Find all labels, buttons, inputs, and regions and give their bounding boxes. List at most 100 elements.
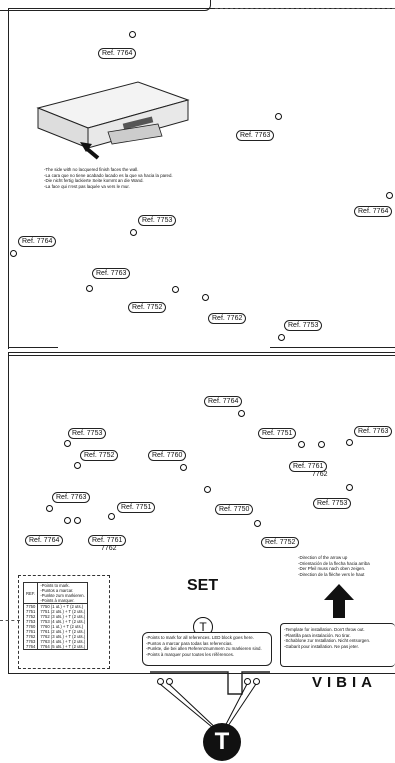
- ref-label: Ref. 7752: [261, 537, 300, 548]
- ref-count: 7763 (4 uts.) + T (2 uts.): [40, 639, 86, 644]
- lower-panel-frame: [8, 352, 395, 674]
- ref-count: 7761 (2 uts.) + T (2 uts.): [40, 629, 86, 634]
- ref-code: 7762: [23, 634, 39, 639]
- mark-point: [278, 334, 285, 341]
- t-note-line: -Points to mark for all references. LED …: [146, 635, 254, 640]
- mark-point: [10, 250, 17, 257]
- ref-count: 7752 (3 uts.) + T (2 uts.): [40, 614, 86, 619]
- bottom-notch: [150, 671, 270, 695]
- ref-count: 7751 (2 uts.) + T (2 uts.): [40, 609, 86, 614]
- ref-label: Ref. 7764: [18, 236, 57, 247]
- ref-label: Ref. 7764: [25, 535, 64, 546]
- wall-note-line: -La face qui n'est pas laquée va vers le…: [44, 183, 130, 189]
- t-marker-large: T: [203, 723, 241, 761]
- lower-dashed-notch: [0, 620, 20, 621]
- mark-point: [298, 441, 305, 448]
- wall-note: -The side with no lacquered finish faces…: [44, 167, 204, 189]
- ref-label: Ref. 7763: [354, 426, 393, 437]
- ref-label: Ref. 7750: [215, 504, 254, 515]
- mark-point: [275, 113, 282, 120]
- mark-point: [108, 513, 115, 520]
- top-dashed-edge: [215, 8, 395, 9]
- mark-point: [64, 517, 71, 524]
- ref-code: 7753: [23, 619, 39, 624]
- ref-label: Ref. 7763: [92, 268, 131, 279]
- arrow-note-line: -Direction de la flèche vers le haut: [298, 571, 365, 577]
- up-arrow-icon: [324, 584, 354, 618]
- mark-point: [238, 410, 245, 417]
- t-note-line: -Points à marquer pour toutes les référe…: [146, 651, 235, 657]
- ref-label: Ref. 7763: [52, 492, 91, 503]
- mark-point: [202, 294, 209, 301]
- mark-point: [74, 517, 81, 524]
- mark-point: [180, 464, 187, 471]
- t-mark-point: [244, 678, 251, 685]
- wall-note-line: -Die nicht fertig lackierte Seite kommt …: [44, 178, 144, 183]
- ref-count: 7764 (5 uts.) + T (2 uts.): [40, 644, 86, 649]
- ref-code: 7760: [23, 624, 39, 629]
- template-note-line: -Template for installation. Don't throw …: [284, 627, 365, 632]
- points-line: -Points to mark.: [40, 583, 70, 588]
- mark-point: [318, 441, 325, 448]
- set-label: SET: [187, 577, 219, 594]
- t-label: T: [199, 620, 207, 634]
- ref-table: REF. -Points to mark. -Puntos a marcar. …: [23, 582, 89, 650]
- ref-count: 7753 (4 uts.) + T (2 uts.): [40, 619, 86, 624]
- ref-label: 7762: [312, 471, 328, 478]
- wall-note-line: -The side with no lacquered finish faces…: [44, 167, 139, 172]
- ref-code: 7752: [23, 614, 39, 619]
- ref-label: Ref. 7752: [80, 450, 119, 461]
- arrow-note-line: -Der Pfeil muss nach oben zeigen.: [298, 566, 366, 571]
- ref-label: Ref. 7752: [128, 302, 167, 313]
- lower-divider: [8, 355, 395, 356]
- mark-point: [86, 285, 93, 292]
- ref-code: 7761: [23, 629, 39, 634]
- mark-point: [386, 192, 393, 199]
- ref-code: 7764: [23, 644, 39, 650]
- wall-note-line: -La cara que no tiene acabado lacado es …: [44, 172, 173, 178]
- points-line: -Puntos a marcar.: [40, 588, 74, 593]
- lamp-illustration: [36, 81, 190, 160]
- mark-point: [172, 286, 179, 293]
- points-line: -Points à marquer.: [40, 598, 75, 603]
- arrow-note-line: -Orientación de la flecha hacia arriba: [298, 560, 370, 566]
- t-note-box: -Points to mark for all references. LED …: [142, 632, 272, 666]
- mark-point: [254, 520, 261, 527]
- brand-logo: VIBIA: [312, 674, 378, 691]
- ref-label: Ref. 7762: [208, 313, 247, 324]
- arrow-note-line: -Direction of the arrow up: [298, 555, 348, 560]
- ref-label: Ref. 7761: [88, 535, 127, 546]
- mark-point: [130, 229, 137, 236]
- t-mark-point: [253, 678, 260, 685]
- ref-label: Ref. 7751: [117, 502, 156, 513]
- t-label: T: [214, 728, 230, 755]
- template-note-line: -Gabarit pour installation. Ne pas jeter…: [284, 643, 359, 649]
- ref-code: 7750: [23, 603, 39, 609]
- ref-label: 7762: [101, 545, 117, 552]
- upper-bottom-edge-left: [8, 347, 58, 348]
- top-tab-edge: [0, 0, 211, 11]
- ref-count: 7750 (1 ut.) + T (2 uts.): [40, 604, 84, 609]
- ref-label: Ref. 7751: [258, 428, 297, 439]
- mark-point: [64, 440, 71, 447]
- ref-label: Ref. 7764: [354, 206, 393, 217]
- mark-point: [346, 484, 353, 491]
- arrow-note: -Direction of the arrow up -Orientación …: [298, 555, 394, 577]
- ref-label: Ref. 7764: [204, 396, 243, 407]
- template-note-line: -Schablone zur Installation. Nicht entso…: [284, 638, 371, 643]
- mark-point: [129, 31, 136, 38]
- ref-label: Ref. 7763: [236, 130, 275, 141]
- ref-code: 7763: [23, 639, 39, 644]
- t-note-line: -Punkte, die bei allen Referenznummern z…: [146, 646, 262, 651]
- ref-label: Ref. 7753: [313, 498, 352, 509]
- ref-label: Ref. 7761: [289, 461, 328, 472]
- ref-code: 7751: [23, 609, 39, 614]
